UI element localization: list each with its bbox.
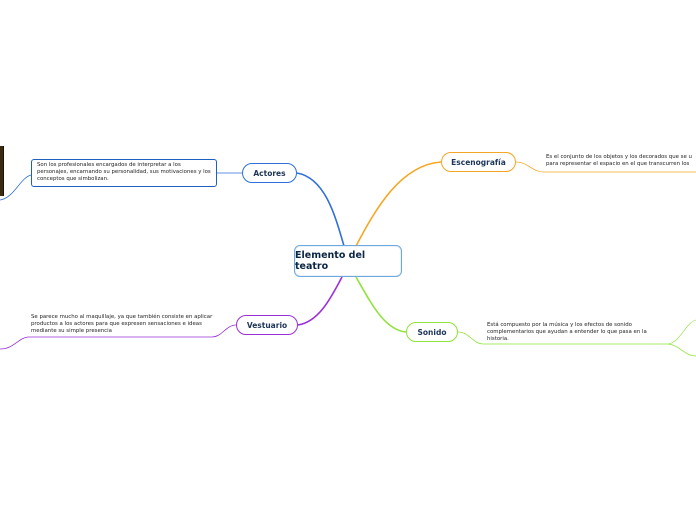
note-escenografia[interactable]: Es el conjunto de los objetos y los deco… (546, 154, 696, 168)
topic-actores-label: Actores (253, 168, 286, 178)
connector-vestuario-left (0, 336, 29, 350)
note-actores[interactable]: Son los profesionales encargados de inte… (31, 159, 217, 187)
topic-vestuario[interactable]: Vestuario (236, 315, 298, 335)
connector-sonido-right-up (667, 319, 696, 345)
connector-sonido (355, 276, 407, 333)
topic-escenografia-label: Escenografía (451, 157, 506, 167)
connector-actores (296, 172, 345, 247)
topic-escenografia[interactable]: Escenografía (441, 152, 516, 172)
root-label: Elemento del teatro (295, 250, 366, 272)
topic-vestuario-label: Vestuario (246, 320, 288, 330)
note-sonido-text: Está compuesto por la música y los efect… (487, 322, 647, 342)
connector-actores-left (0, 174, 32, 201)
note-vestuario[interactable]: Se parece mucho al maquillaje, ya que ta… (31, 314, 213, 335)
note-actores-text: Son los profesionales encargados de inte… (37, 162, 211, 182)
note-escenografia-text: Es el conjunto de los objetos y los deco… (546, 154, 692, 167)
connector-vestuario-note (28, 324, 237, 338)
connector-vestuario (297, 276, 343, 326)
connector-sonido-note (457, 331, 668, 345)
note-vestuario-text: Se parece mucho al maquillaje, ya que ta… (31, 314, 213, 334)
connector-sonido-right (667, 343, 696, 357)
topic-sonido-label: Sonido (417, 327, 447, 337)
topic-sonido[interactable]: Sonido (406, 322, 458, 342)
note-sonido[interactable]: Está compuesto por la música y los efect… (487, 322, 663, 343)
connector-escenografia-note (515, 161, 696, 173)
topic-actores[interactable]: Actores (242, 163, 297, 183)
root-node[interactable]: Elemento del teatro (294, 245, 402, 277)
image-thumbnail (0, 146, 4, 196)
connector-escenografia (355, 161, 442, 247)
